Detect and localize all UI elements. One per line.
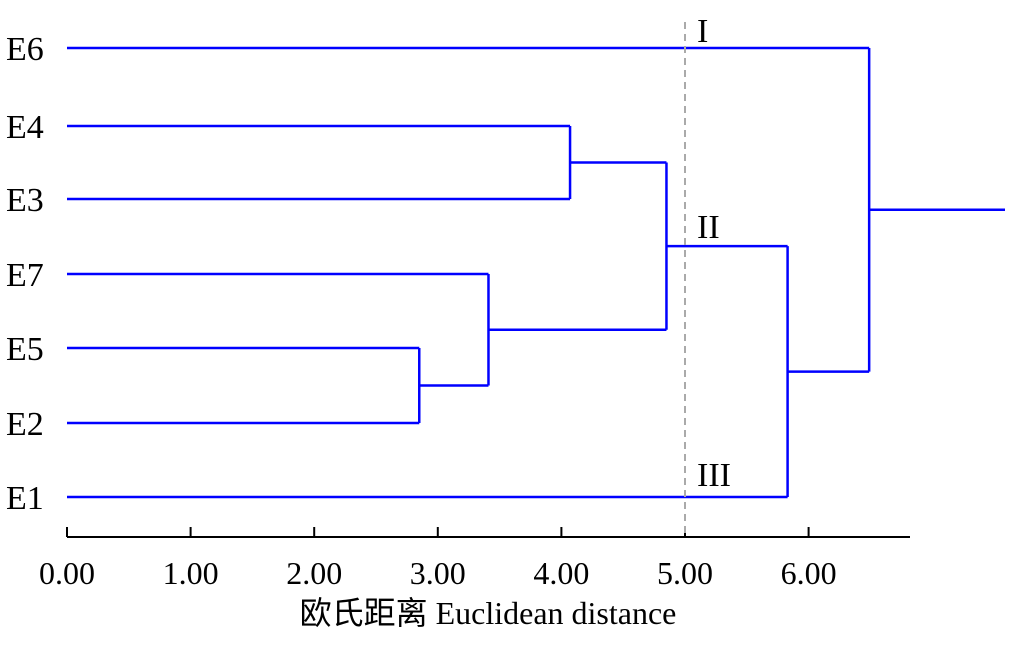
leaf-label-e4: E4 bbox=[6, 109, 44, 146]
x-tick-label: 5.00 bbox=[657, 555, 713, 591]
cluster-label-iii: III bbox=[697, 457, 731, 494]
cluster-label-i: I bbox=[697, 13, 708, 50]
leaf-label-e7: E7 bbox=[6, 257, 44, 294]
leaf-label-e5: E5 bbox=[6, 331, 44, 368]
x-tick-label: 4.00 bbox=[533, 555, 589, 591]
x-tick-label: 0.00 bbox=[39, 555, 95, 591]
x-tick-label: 6.00 bbox=[781, 555, 837, 591]
x-axis-label: 欧氏距离 Euclidean distance bbox=[300, 595, 677, 631]
leaf-label-e3: E3 bbox=[6, 182, 44, 219]
x-tick-label: 2.00 bbox=[286, 555, 342, 591]
cluster-label-ii: II bbox=[697, 209, 720, 246]
x-tick-label: 1.00 bbox=[163, 555, 219, 591]
leaf-label-e6: E6 bbox=[6, 31, 44, 68]
x-tick-label: 3.00 bbox=[410, 555, 466, 591]
leaf-label-e1: E1 bbox=[6, 480, 44, 517]
leaf-label-e2: E2 bbox=[6, 406, 44, 443]
